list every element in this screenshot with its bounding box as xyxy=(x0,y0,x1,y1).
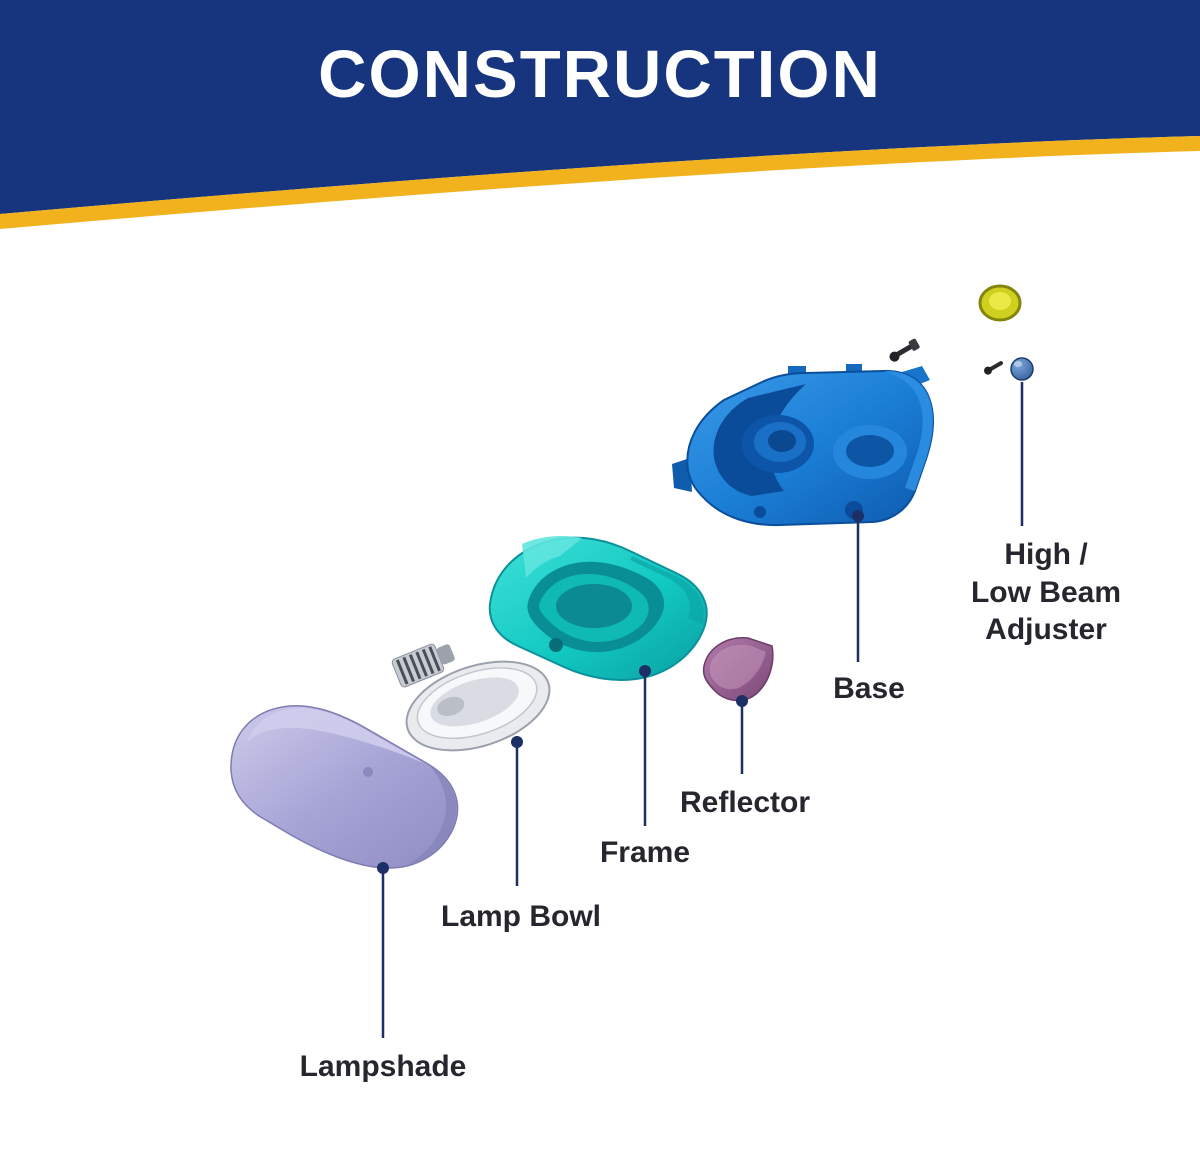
label-frame: Frame xyxy=(599,836,691,869)
base-right-fold xyxy=(884,370,933,491)
page-title: CONSTRUCTION xyxy=(318,37,882,112)
part-base xyxy=(672,364,934,527)
dot-frame xyxy=(639,665,651,677)
reflector-highlight xyxy=(709,644,766,690)
part-lamp-bowl xyxy=(391,643,551,752)
label-base: Base xyxy=(833,672,905,705)
part-adjuster-ball xyxy=(1010,357,1034,381)
part-reflector xyxy=(702,637,774,702)
label-lamp-bowl: Lamp Bowl xyxy=(440,900,602,933)
frame-top-flange xyxy=(522,536,582,578)
lampshade-top-highlight xyxy=(247,707,426,764)
part-frame xyxy=(488,536,708,681)
base-hole-2 xyxy=(754,506,766,518)
screw-icon xyxy=(889,338,920,362)
lampshade-body xyxy=(230,704,459,869)
bulb-heatsink xyxy=(391,643,455,688)
leader-lines xyxy=(381,382,1024,1038)
dot-lamp-bowl xyxy=(511,736,523,748)
heatsink-fins xyxy=(395,646,441,685)
leader-dots xyxy=(377,510,864,874)
dot-reflector xyxy=(736,695,748,707)
screw-small-icon xyxy=(983,361,1003,375)
header-banner xyxy=(0,0,1200,229)
label-adjuster: High / Low Beam Adjuster xyxy=(970,538,1122,646)
part-lampshade xyxy=(230,704,459,869)
frame-opening xyxy=(556,584,632,628)
frame-right-edge xyxy=(630,556,704,624)
part-cap xyxy=(978,284,1022,322)
frame-hole xyxy=(549,638,563,652)
dot-base xyxy=(852,510,864,522)
header-stripe xyxy=(0,136,1200,229)
lampshade-right-shade xyxy=(406,766,457,866)
label-lampshade: Lampshade xyxy=(299,1050,467,1083)
label-reflector: Reflector xyxy=(679,786,811,819)
base-recess-right-hole xyxy=(846,435,894,467)
cap-inner xyxy=(989,292,1011,310)
lampshade-screw-dot xyxy=(363,767,373,777)
dot-lampshade xyxy=(377,862,389,874)
bulb-socket xyxy=(436,644,455,665)
header-bg-shape xyxy=(0,0,1200,214)
bowl-shell xyxy=(405,660,551,752)
base-recess-left-hole xyxy=(768,430,796,452)
